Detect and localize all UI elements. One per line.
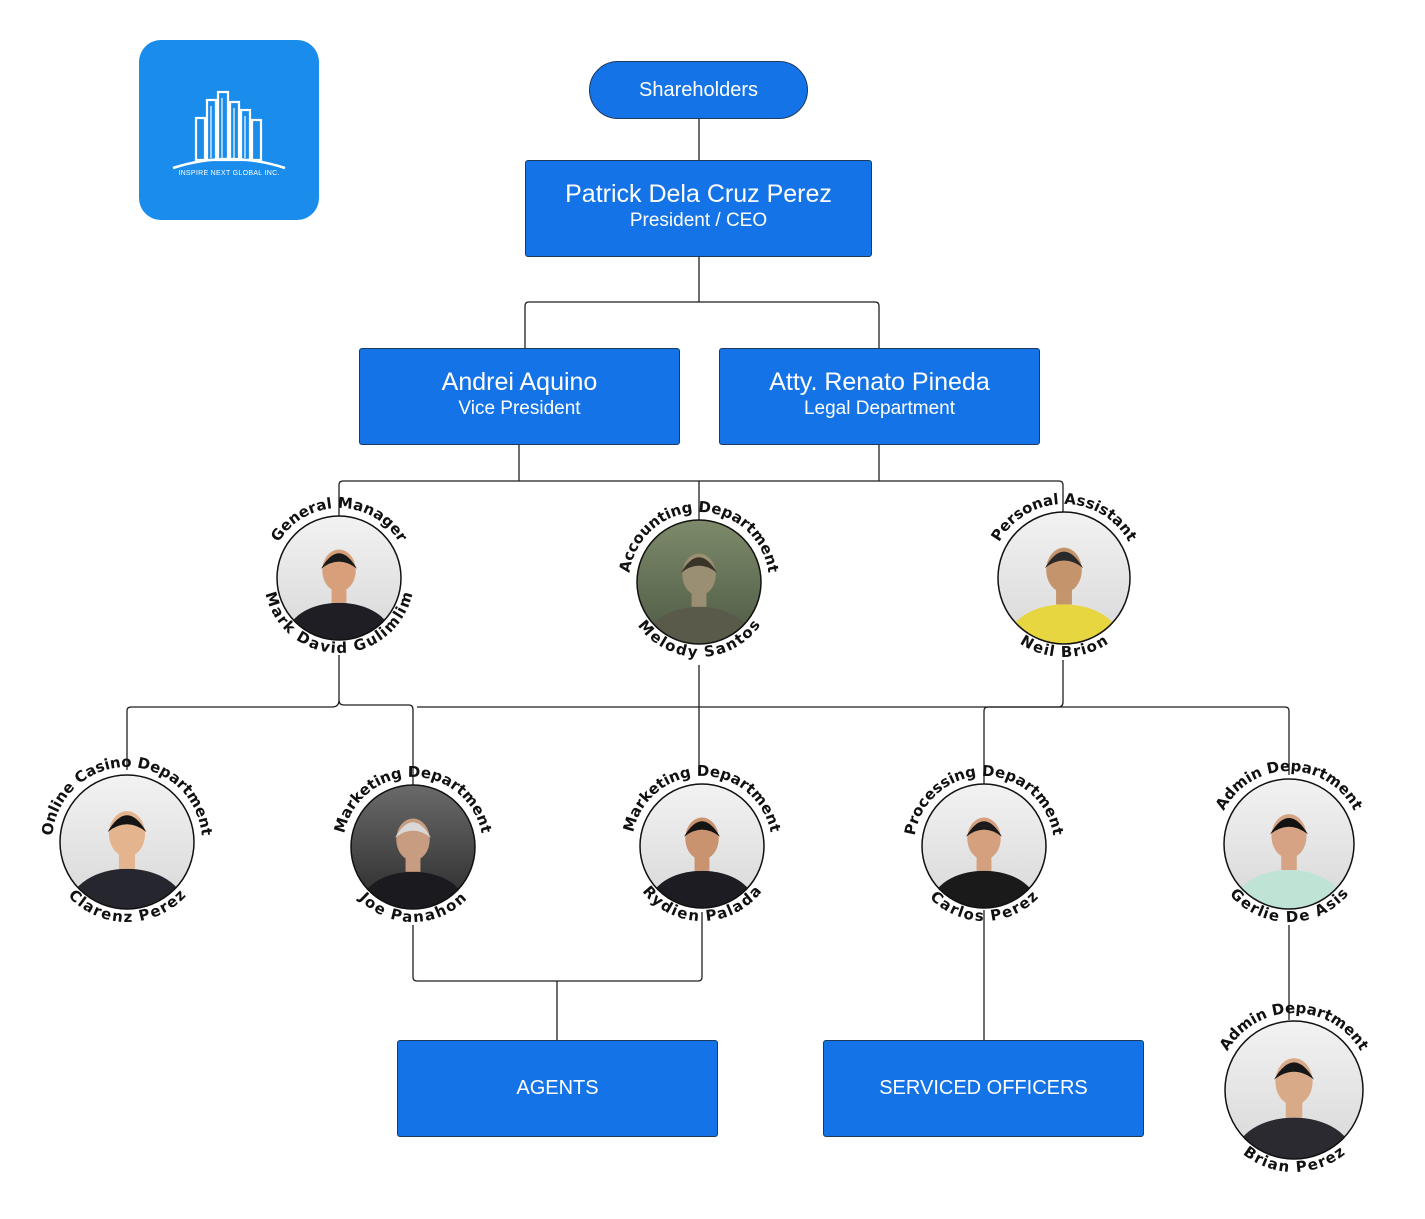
person-photo-frame [1224,1020,1364,1160]
vice-president-role: Vice President [458,398,581,419]
connector-vp-down [518,445,700,520]
shareholders-node: Shareholders [589,61,808,119]
company-name: INSPIRE NEXT GLOBAL INC. [178,170,280,177]
person-photo [1225,1021,1363,1159]
person-photo [277,516,401,640]
connector-marketing-agents [412,912,703,1040]
serviced-officers-node: SERVICED OFFICERS [823,1040,1144,1137]
connector-gm-staff [126,655,414,785]
person-photo [351,785,475,909]
person-photo [998,512,1130,644]
connector-pa-staff [983,660,1064,800]
person-photo [1224,779,1354,909]
agents-node: AGENTS [397,1040,718,1137]
legal-node: Atty. Renato Pineda Legal Department [719,348,1040,445]
legal-name: Atty. Renato Pineda [769,368,990,396]
person-photo-frame [636,519,762,645]
connector-president-executives [524,257,880,348]
person-photo [60,775,194,909]
president-node: Patrick Dela Cruz Perez President / CEO [525,160,872,257]
person-photo-frame [276,515,402,641]
person-photo-frame [997,511,1131,645]
president-name: Patrick Dela Cruz Perez [565,180,832,208]
connector-general-manager [338,480,519,520]
president-role: President / CEO [629,210,768,231]
vice-president-node: Andrei Aquino Vice President [359,348,680,445]
person-photo-frame [1223,778,1355,910]
person-photo-frame [639,783,765,909]
vice-president-name: Andrei Aquino [441,368,598,396]
person-photo [640,784,764,908]
person-photo [922,784,1046,908]
connector-accounting-staff [417,665,1290,775]
person-photo-frame [350,784,476,910]
city-buildings-icon [172,90,286,170]
person-photo-frame [921,783,1047,909]
legal-role: Legal Department [803,398,956,419]
person-photo-frame [59,774,195,910]
connector-personal-assistant [879,480,1064,520]
person-photo [637,520,761,644]
company-logo: INSPIRE NEXT GLOBAL INC. [139,40,319,220]
